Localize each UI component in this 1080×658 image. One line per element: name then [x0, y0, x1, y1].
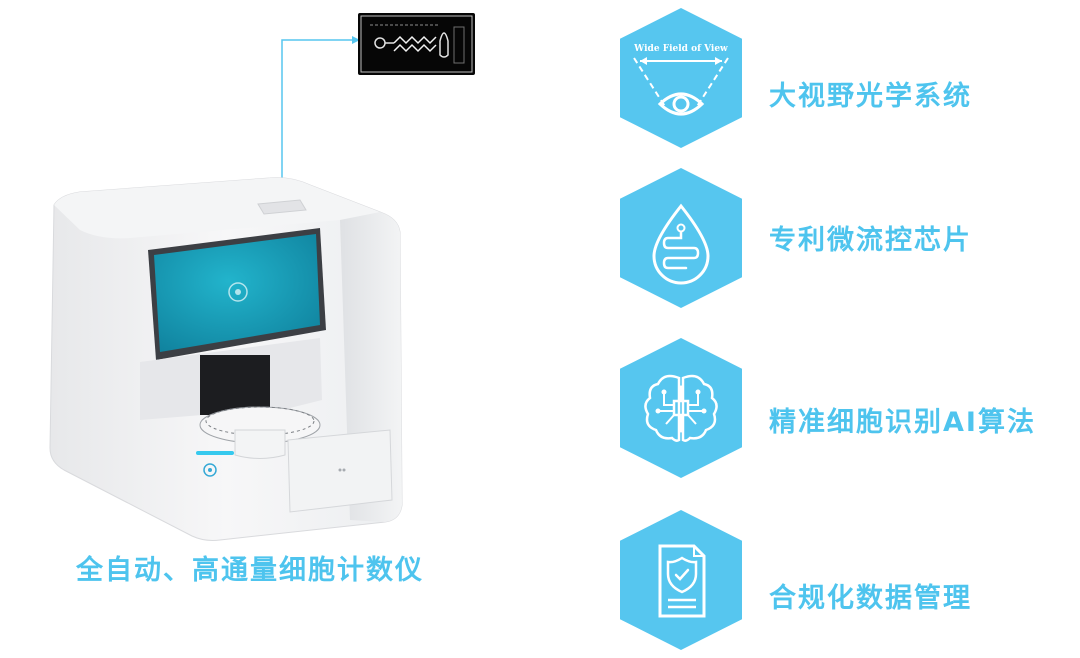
feature-hexagon-data	[620, 510, 742, 650]
connector-arrow	[352, 36, 360, 44]
feature-label-wide-field: 大视野光学系统	[769, 81, 972, 112]
connector-line	[281, 39, 352, 205]
flower-logo-icon	[203, 463, 217, 477]
document-shield-icon	[658, 544, 706, 618]
feature-label-microfluidic: 专利微流控芯片	[769, 225, 972, 256]
feature-hexagon-wide-field: Wide Field of View	[620, 8, 742, 148]
drop-channel-icon	[652, 203, 710, 285]
wide-field-eye-icon	[633, 57, 729, 116]
feature-label-ai: 精准细胞识别AI算法	[769, 407, 1036, 438]
feature-hexagon-microfluidic	[620, 168, 742, 308]
feature-label-data: 合规化数据管理	[769, 583, 972, 614]
microfluidic-chip-image	[358, 13, 475, 75]
cell-counter-device-image	[49, 36, 403, 541]
product-title: 全自动、高通量细胞计数仪	[76, 555, 424, 586]
brain-circuit-icon	[644, 374, 718, 442]
wide-field-caption: Wide Field of View	[634, 44, 728, 54]
feature-hexagon-ai	[620, 338, 742, 478]
